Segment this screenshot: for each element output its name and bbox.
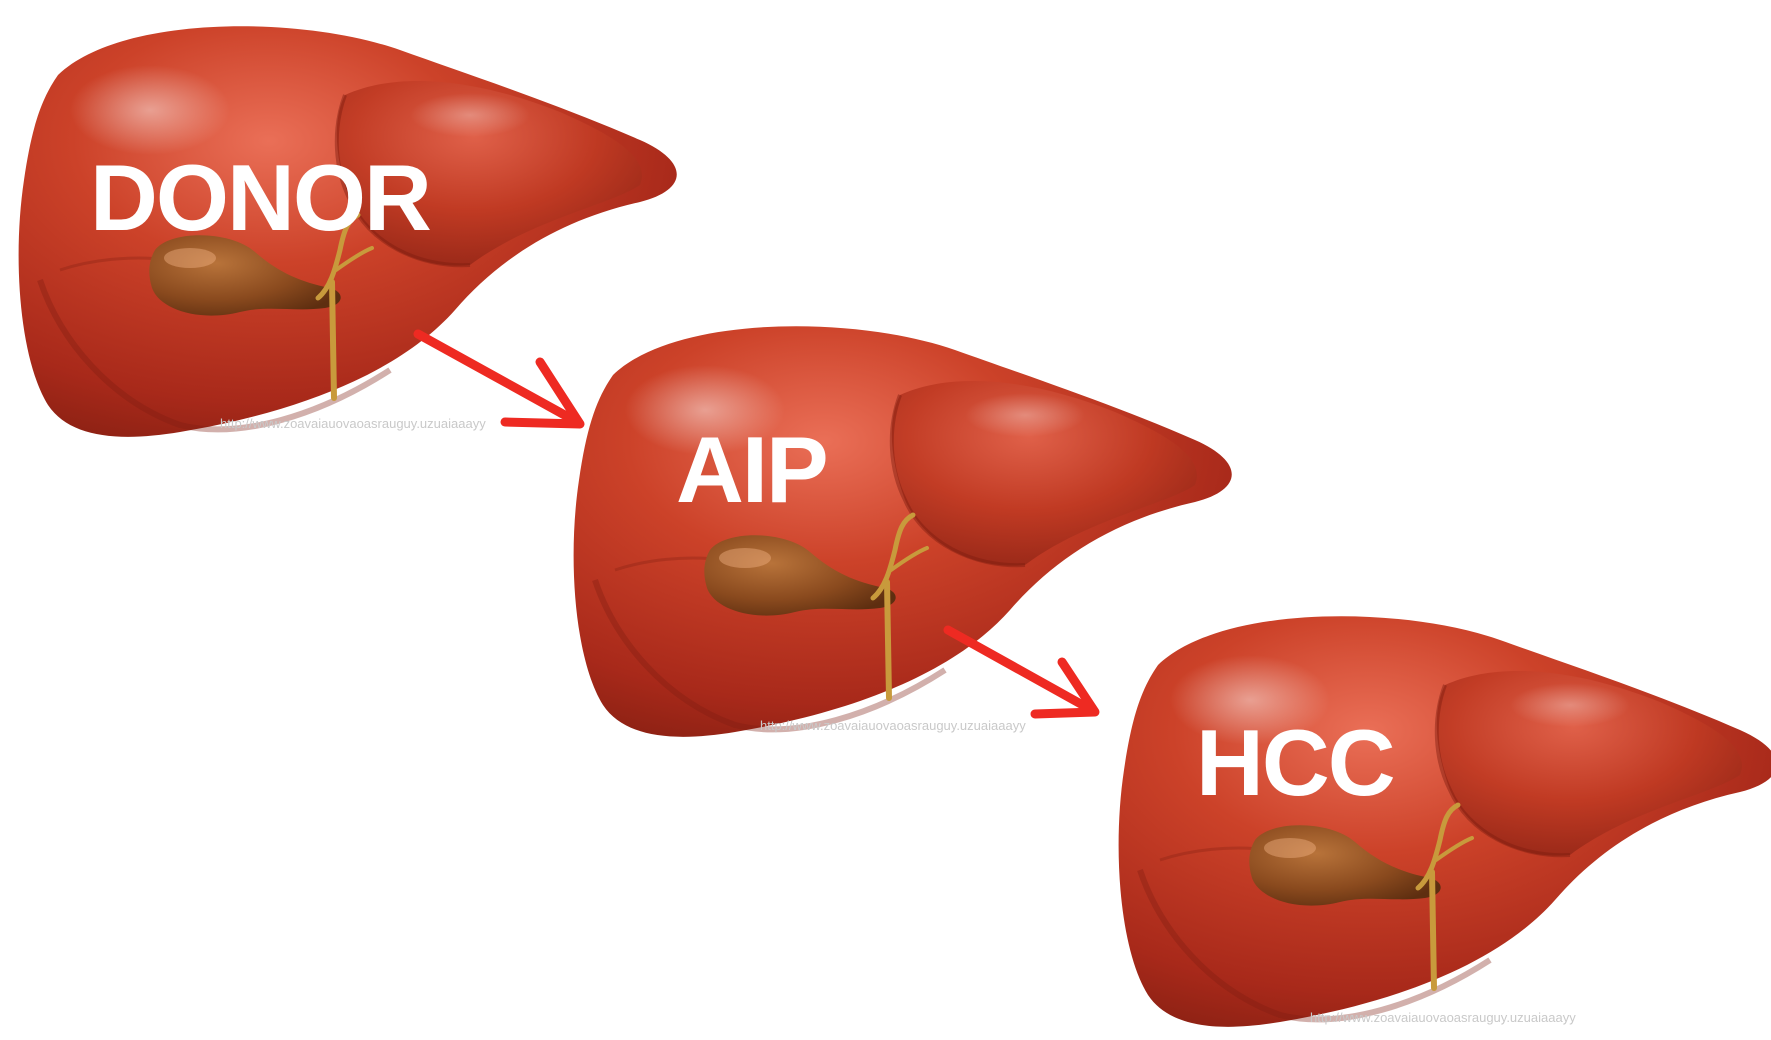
liver-illustration-hcc	[1119, 616, 1771, 1027]
image-credit-watermark: http://www.zoavaiauovaoasrauguy.uzuaiaaa…	[760, 718, 1026, 733]
image-credit-watermark: http://www.zoavaiauovaoasrauguy.uzuaiaaa…	[1310, 1010, 1576, 1025]
arrow-aip-to-hcc	[948, 630, 1095, 714]
arrow-donor-to-aip	[418, 334, 580, 424]
liver-illustration-aip	[574, 326, 1232, 737]
image-credit-watermark: http://www.zoavaiauovaoasrauguy.uzuaiaaa…	[220, 416, 486, 431]
stage-label-donor: DONOR	[90, 145, 430, 250]
stage-label-hcc: HCC	[1196, 710, 1394, 815]
stage-label-aip: AIP	[676, 417, 827, 522]
